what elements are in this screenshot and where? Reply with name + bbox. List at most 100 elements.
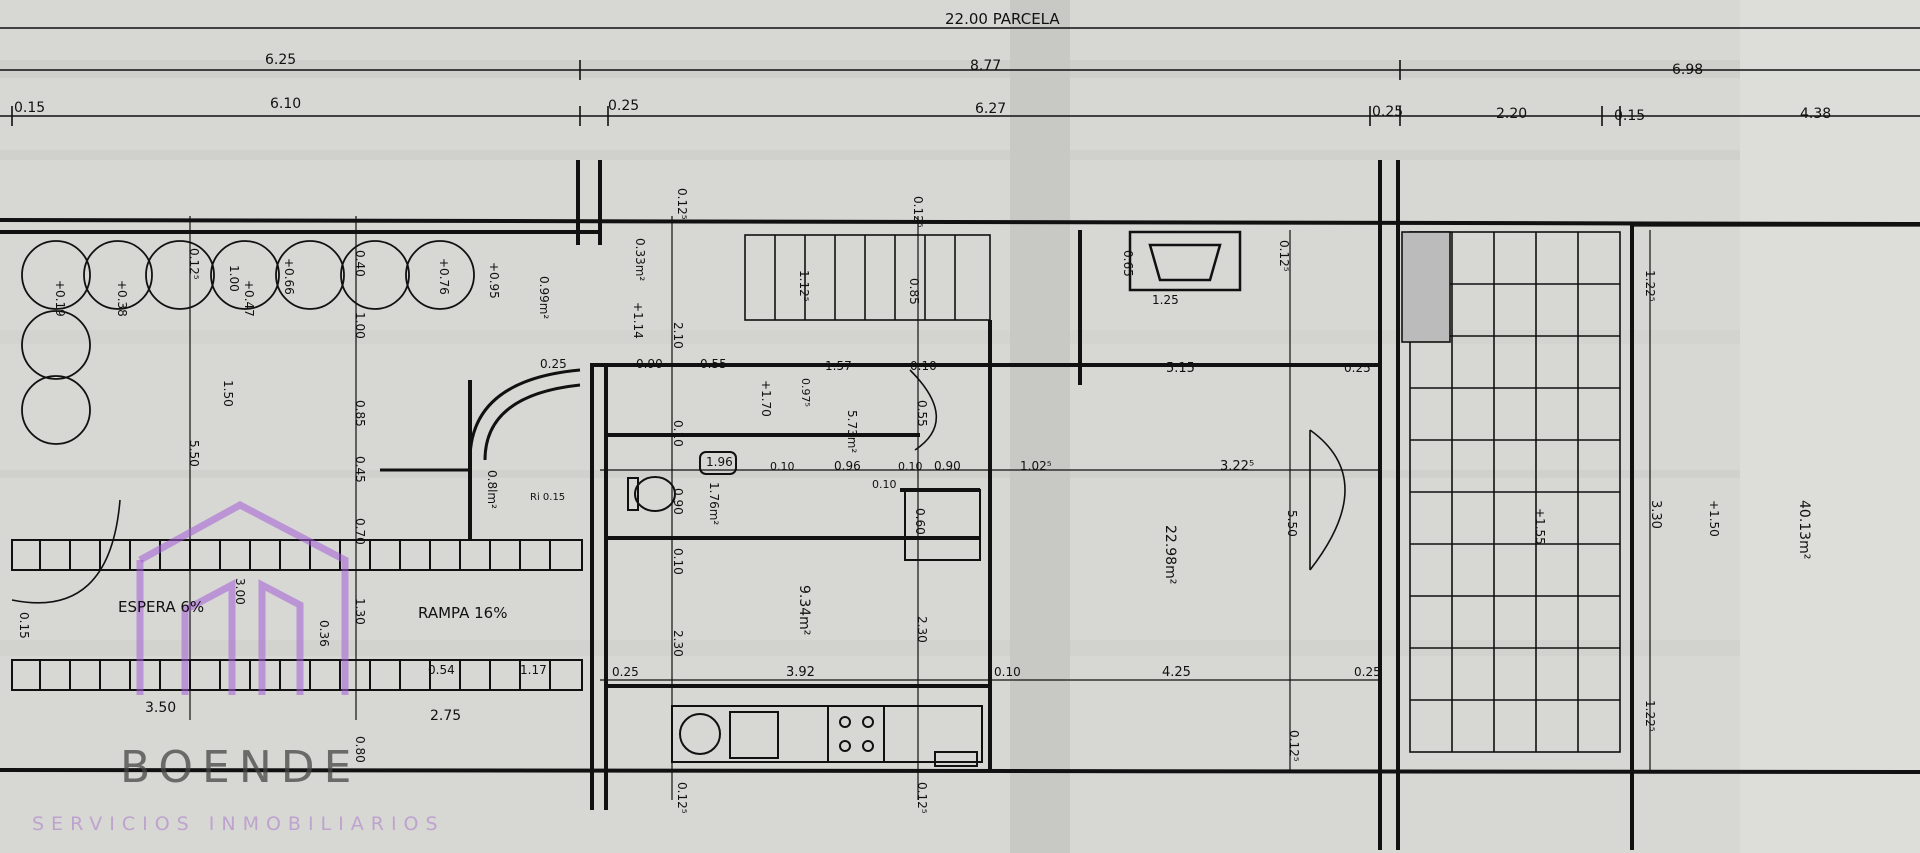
- core-area: 5.73m²: [845, 410, 859, 453]
- terrace-dim: 3.30: [1648, 500, 1663, 529]
- core-dim: 0.10: [872, 478, 897, 491]
- garage-dim: 0.54: [428, 663, 455, 677]
- garage-small-area: 0.99m²: [537, 276, 551, 319]
- terrace-level: +1.55: [1533, 508, 1547, 545]
- living-dim: 0.10: [994, 665, 1021, 679]
- espera-label: ESPERA 6%: [118, 598, 204, 616]
- top-dim: 8.77: [970, 58, 1001, 74]
- garage-dim: 0.40: [353, 250, 367, 277]
- kitchen-dim: 2.30: [915, 616, 929, 643]
- living-dim: 3.22⁵: [1220, 459, 1254, 474]
- terrace-area: 40.13m²: [1796, 500, 1812, 559]
- core-dim: +1.14: [631, 302, 645, 339]
- living-dim: 4.25: [1162, 665, 1191, 680]
- second-dim: 6.27: [975, 101, 1006, 117]
- garage-dim: 1.00: [353, 312, 367, 339]
- stair-area: 0.8lm²: [485, 470, 499, 509]
- core-dim: 1.12⁵: [797, 270, 811, 302]
- garage-level: +0.47: [242, 280, 256, 317]
- garage-dim: 1.17: [520, 663, 547, 677]
- core-dim: 1.57: [825, 359, 852, 373]
- kitchen-dim: 0.25: [612, 665, 639, 679]
- stair-label: Ri 0.15: [530, 492, 565, 503]
- garage-level-circles: [21, 240, 475, 445]
- garage-dim: 0.85: [353, 400, 367, 427]
- core-dim: 0.33m²: [633, 238, 647, 281]
- core-dim: +1.70: [759, 380, 773, 417]
- dimension-lines: [0, 27, 1920, 126]
- core-dim: 1.96: [706, 455, 733, 469]
- core-dim: 0.10: [671, 420, 685, 447]
- core-dim: 0.96: [834, 459, 861, 473]
- garage-dim: 0.15: [17, 612, 31, 639]
- living-area: 22.98m²: [1162, 525, 1178, 584]
- living-dim: 5.15: [1166, 361, 1195, 376]
- garage-dim: 2.75: [430, 708, 461, 724]
- core-dim: 0.97⁵: [799, 378, 812, 407]
- core-area: 1.76m²: [707, 482, 721, 525]
- parcel-label: 22.00 PARCELA: [945, 10, 1060, 28]
- core-dim: 0.10: [898, 460, 923, 473]
- garage-dim: 0.70: [353, 518, 367, 545]
- bathroom-fixtures: [627, 451, 737, 512]
- core-dim: 2.10: [671, 322, 685, 349]
- garage-dim: 1.30: [353, 598, 367, 625]
- garage-level: +0.76: [437, 258, 451, 295]
- second-dim: 0.15: [14, 100, 45, 116]
- top-dim: 6.98: [1672, 62, 1703, 78]
- living-dim: 0.65: [1121, 250, 1135, 277]
- living-dim: 1.02⁵: [1020, 459, 1052, 473]
- core-dim: 0.85: [907, 278, 921, 305]
- living-dim: 5.50: [1285, 510, 1299, 537]
- garage-dim: 0.36: [317, 620, 331, 647]
- garage-dim: 3.50: [145, 700, 176, 716]
- core-dim: 0.90: [636, 357, 663, 371]
- core-dim: 0.12⁵: [911, 196, 925, 228]
- kitchen-area: 9.34m²: [796, 585, 812, 635]
- second-dim: 6.10: [270, 96, 301, 112]
- second-dim: 0.25: [1372, 104, 1403, 120]
- watermark-brand: BOENDE: [120, 742, 361, 793]
- living-dim: 0.12⁵: [1277, 240, 1291, 272]
- terrace-dim: 1.22⁵: [1643, 700, 1657, 732]
- garage-level: +0.95: [487, 262, 501, 299]
- garage-dim: 0.12⁵: [187, 248, 201, 280]
- rampa-label: RAMPA 16%: [418, 604, 507, 622]
- curved-stair: [380, 368, 581, 472]
- terrace-grid: [1401, 231, 1621, 753]
- watermark-tagline: SERVICIOS INMOBILIARIOS: [32, 813, 445, 835]
- garage-level: +0.19: [53, 280, 67, 317]
- kitchen-dim: 2.30: [671, 630, 685, 657]
- core-dim: 0.90: [671, 488, 685, 515]
- walls: [0, 160, 1920, 850]
- core-dim: 0.25: [540, 357, 567, 371]
- core-dim: 0.55: [700, 357, 727, 371]
- core-dim: 0.10: [910, 359, 937, 373]
- garage-dim: 0.80: [353, 736, 367, 763]
- garage-level: +0.66: [282, 258, 296, 295]
- garage-dim: 0.45: [353, 456, 367, 483]
- garage-level: +0.38: [115, 280, 129, 317]
- second-dim: 2.20: [1496, 106, 1527, 122]
- core-dim: 0.90: [934, 459, 961, 473]
- core-dim: 0.55: [915, 400, 929, 427]
- living-dim: 0.12⁵: [1287, 730, 1301, 762]
- living-dim: 1.25: [1152, 293, 1179, 307]
- garage-dim: 1.50: [221, 380, 235, 407]
- garage-dim: 1.00: [227, 265, 241, 292]
- core-dim: 0.12⁵: [675, 188, 689, 220]
- doors: [11, 369, 1346, 604]
- core-dim: 0.10: [671, 548, 685, 575]
- axis-lines: [189, 216, 1920, 800]
- fireplace: [1128, 230, 1242, 292]
- second-dim: 4.38: [1800, 106, 1831, 122]
- plan-labels: 22.00 PARCELA 6.25 8.77 6.98 0.15 6.10 0…: [14, 10, 1831, 814]
- second-dim: 0.15: [1614, 108, 1645, 124]
- living-dim: 0.25: [1354, 665, 1381, 679]
- bottom-dim: 0.12⁵: [915, 782, 929, 814]
- core-dim: 0.60: [913, 508, 927, 535]
- garage-dim: 5.50: [187, 440, 201, 467]
- terrace-level: +1.50: [1707, 500, 1721, 537]
